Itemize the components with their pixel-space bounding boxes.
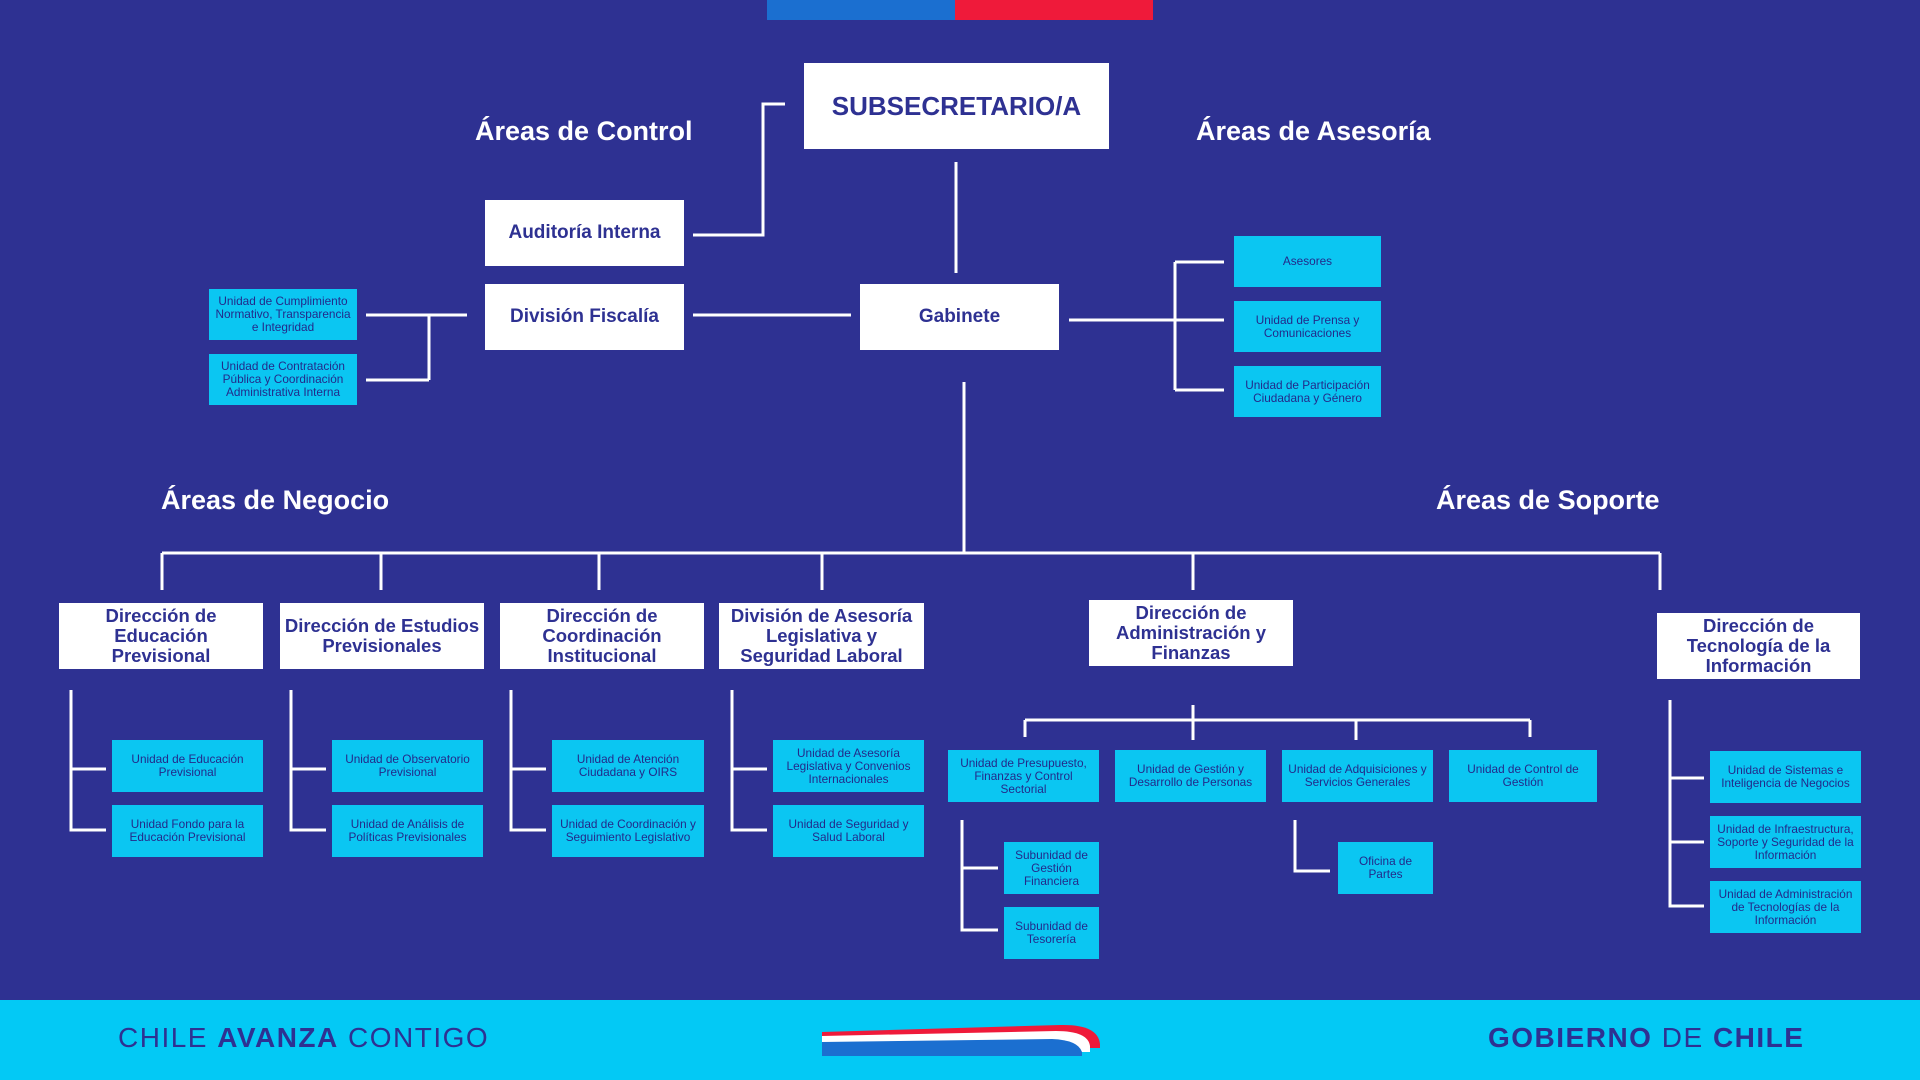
unit-fondo-educacion: Unidad Fondo para la Educación Prevision… bbox=[112, 805, 263, 857]
unit-observatorio: Unidad de Observatorio Previsional bbox=[332, 740, 483, 792]
flag-bar-blue bbox=[767, 0, 955, 20]
fiscalia-unit-2: Unidad de Contratación Pública y Coordin… bbox=[209, 354, 357, 405]
division-fiscalia-box: División Fiscalía bbox=[485, 284, 684, 350]
areas-control-title: Áreas de Control bbox=[475, 116, 693, 146]
direction-tecnologia-informacion: Dirección de Tecnología de la Informació… bbox=[1657, 613, 1860, 679]
unit-sistemas-inteligencia: Unidad de Sistemas e Inteligencia de Neg… bbox=[1710, 751, 1861, 803]
areas-negocio-title: Áreas de Negocio bbox=[161, 485, 390, 515]
direction-coordinacion-institucional: Dirección de Coordinación Institucional bbox=[500, 603, 704, 669]
unit-atencion-ciudadana: Unidad de Atención Ciudadana y OIRS bbox=[552, 740, 704, 792]
direction-estudios-previsionales: Dirección de Estudios Previsionales bbox=[280, 603, 484, 669]
chile-swoosh-logo bbox=[822, 1024, 1100, 1056]
unit-coordinacion-legislativo: Unidad de Coordinación y Seguimiento Leg… bbox=[552, 805, 704, 857]
unit-gestion-personas: Unidad de Gestión y Desarrollo de Person… bbox=[1115, 750, 1266, 802]
slogan-part-2: CONTIGO bbox=[338, 1022, 490, 1053]
direction-educacion-previsional: Dirección de Educación Previsional bbox=[59, 603, 263, 669]
unit-infraestructura: Unidad de Infraestructura, Soporte y Seg… bbox=[1710, 816, 1861, 868]
footer-slogan: CHILE AVANZA CONTIGO bbox=[118, 1022, 489, 1054]
chile-word: CHILE bbox=[1712, 1022, 1805, 1053]
unit-presupuesto: Unidad de Presupuesto, Finanzas y Contro… bbox=[948, 750, 1099, 802]
footer-gobierno-de-chile: GOBIERNO DE CHILE bbox=[1488, 1022, 1804, 1054]
org-chart-connectors bbox=[69, 102, 1704, 932]
flag-bar-red bbox=[955, 0, 1153, 20]
unit-control-gestion: Unidad de Control de Gestión bbox=[1449, 750, 1597, 802]
fiscalia-unit-1: Unidad de Cumplimiento Normativo, Transp… bbox=[209, 289, 357, 340]
gabinete-unit-participacion: Unidad de Participación Ciudadana y Géne… bbox=[1234, 366, 1381, 417]
subunit-gestion-financiera: Subunidad de Gestión Financiera bbox=[1004, 842, 1099, 894]
unit-administracion-tecnologias: Unidad de Administración de Tecnologías … bbox=[1710, 881, 1861, 933]
unit-seguridad-salud: Unidad de Seguridad y Salud Laboral bbox=[773, 805, 924, 857]
gabinete-unit-prensa: Unidad de Prensa y Comunicaciones bbox=[1234, 301, 1381, 352]
gabinete-unit-asesores: Asesores bbox=[1234, 236, 1381, 287]
unit-adquisiciones: Unidad de Adquisiciones y Servicios Gene… bbox=[1282, 750, 1433, 802]
gabinete-box: Gabinete bbox=[860, 284, 1059, 350]
auditoria-interna-box: Auditoría Interna bbox=[485, 200, 684, 266]
subunit-tesoreria: Subunidad de Tesorería bbox=[1004, 907, 1099, 959]
unit-analisis-politicas: Unidad de Análisis de Políticas Previsio… bbox=[332, 805, 483, 857]
division-asesoria-legislativa: División de Asesoría Legislativa y Segur… bbox=[719, 603, 924, 669]
subsecretario-box: SUBSECRETARIO/A bbox=[804, 63, 1109, 149]
oficina-de-partes: Oficina de Partes bbox=[1338, 842, 1433, 894]
direction-administracion-finanzas: Dirección de Administración y Finanzas bbox=[1089, 600, 1293, 666]
slogan-part-1: CHILE bbox=[118, 1022, 218, 1053]
de-word: DE bbox=[1652, 1022, 1713, 1053]
unit-educacion-previsional: Unidad de Educación Previsional bbox=[112, 740, 263, 792]
areas-soporte-title: Áreas de Soporte bbox=[1436, 485, 1660, 515]
gobierno-word: GOBIERNO bbox=[1488, 1022, 1653, 1053]
unit-asesoria-legislativa: Unidad de Asesoría Legislativa y Conveni… bbox=[773, 740, 924, 792]
areas-asesoria-title: Áreas de Asesoría bbox=[1196, 116, 1431, 146]
slogan-part-bold: AVANZA bbox=[217, 1022, 339, 1053]
